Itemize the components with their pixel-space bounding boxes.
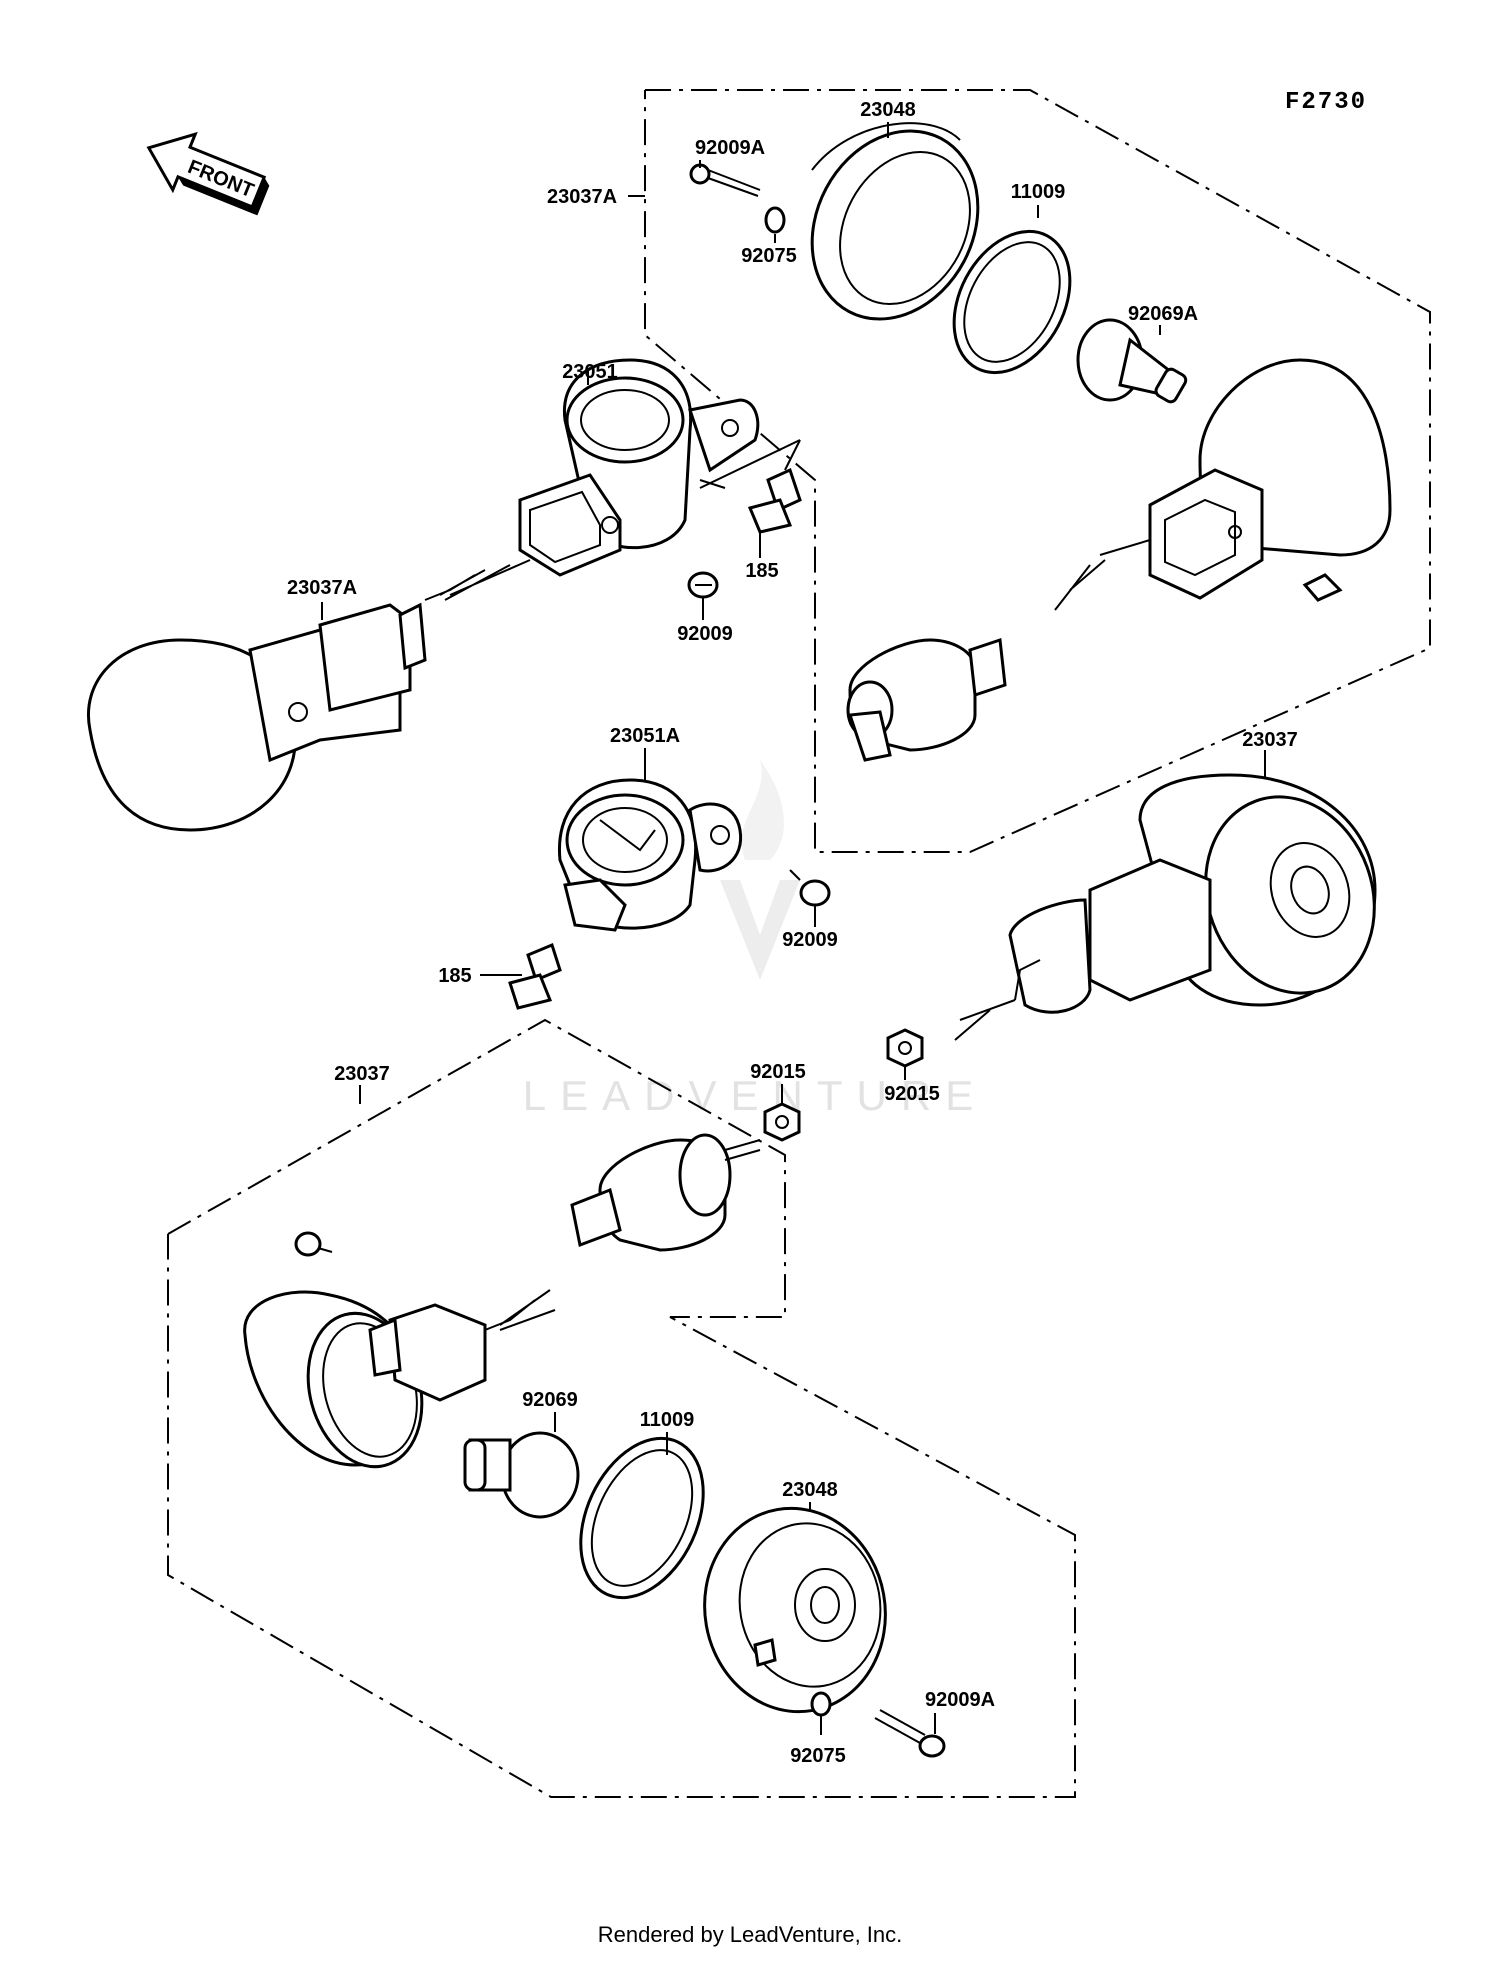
watermark-logo: [720, 760, 800, 980]
screw-92009a-lower: [874, 1709, 946, 1758]
mount-bracket-23051: [518, 358, 760, 577]
callout-23051a: 23051A: [610, 725, 680, 747]
callout-92069a-upper: 92069A: [1128, 303, 1198, 325]
washer-92075-upper: [764, 206, 786, 234]
footer-credit: Rendered by LeadVenture, Inc.: [597, 1922, 903, 1947]
callout-23037-right: 23037: [1242, 729, 1298, 751]
callout-92015-left: 92015: [750, 1061, 806, 1083]
signal-housing-lower: [243, 1289, 556, 1469]
callout-92075-lower: 92075: [790, 1745, 846, 1767]
bulb-upper: [1076, 318, 1188, 404]
callout-23048-upper: 23048: [860, 99, 916, 121]
signal-housing-left: [87, 559, 531, 832]
callout-92075-upper: 92075: [741, 245, 797, 267]
signal-housing-right: [954, 773, 1377, 1041]
callout-23037-lower: 23037: [334, 1063, 390, 1085]
bulb-socket-lower: [570, 1133, 761, 1252]
callout-92069-lower: 92069: [522, 1389, 578, 1411]
callout-92009-mid: 92009: [782, 929, 838, 951]
callout-92009a-lower: 92009A: [925, 1689, 995, 1711]
washer-92075-lower: [810, 1691, 832, 1717]
leader-lines: [321, 122, 1266, 1735]
bolt-185-upper: [747, 467, 802, 534]
front-arrow-icon: FRONT: [146, 131, 270, 216]
gasket-upper: [952, 229, 1072, 375]
group-outline-upper: [644, 89, 1431, 853]
screw-lower-housing: [294, 1231, 333, 1257]
lens-cover-lower: [703, 1506, 887, 1714]
callout-92009a-upper: 92009A: [695, 137, 765, 159]
callout-185-mid: 185: [438, 965, 471, 987]
callout-23048-lower: 23048: [782, 1479, 838, 1501]
signal-housing-right-upper: [1054, 358, 1392, 611]
screw-92009-upper: [687, 571, 719, 599]
callout-23037a-left: 23037A: [287, 577, 357, 599]
bulb-socket-upper: [846, 637, 1007, 762]
callout-23037a-upper: 23037A: [547, 186, 617, 208]
callout-92009-upper: 92009: [677, 623, 733, 645]
callout-labels: 23048 92009A 23037A 11009 92075 92069A 2…: [287, 99, 1298, 1767]
callout-185-upper: 185: [745, 560, 778, 582]
bolt-185-mid: [508, 942, 562, 1010]
mount-bracket-23051a: [557, 778, 743, 932]
group-outline-lower: [167, 1018, 1076, 1798]
nut-92015-left: [763, 1102, 801, 1142]
callout-23051: 23051: [562, 361, 618, 383]
screw-92009a-upper: [689, 163, 761, 197]
lens-cover-upper: [810, 122, 980, 321]
callout-11009-upper: 11009: [1011, 181, 1066, 203]
watermark-text: LEADVENTURE: [523, 1072, 987, 1119]
callout-92015-right: 92015: [884, 1083, 940, 1105]
screw-92009-mid: [789, 869, 831, 907]
bulb-lower: [463, 1431, 580, 1519]
gasket-lower: [579, 1436, 705, 1600]
figure-id: F2730: [1285, 89, 1367, 116]
nut-92015-right: [886, 1028, 924, 1068]
callout-11009-lower: 11009: [640, 1409, 695, 1431]
